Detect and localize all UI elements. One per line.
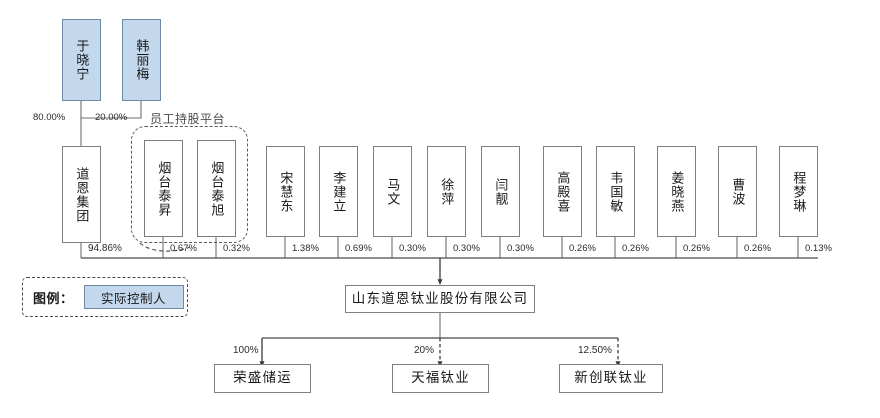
node-shareholder-8[interactable]: 姜晓燕 [657,146,696,237]
pct-subsidiary-2: 20% [414,345,435,356]
employee-platform-caption: 员工持股平台 [150,112,226,126]
legend-swatch-actual-controller: 实际控制人 [83,285,184,309]
node-shareholder-5[interactable]: 闫靓 [481,146,520,237]
pct-controller-1: 80.00% [33,112,66,123]
legend: 图例： 实际控制人 [22,277,188,317]
node-label: 程梦琳 [791,170,807,213]
node-label: 天福钛业 [411,370,470,386]
node-label: 徐萍 [439,177,455,206]
node-shareholder-9[interactable]: 曹波 [718,146,757,237]
employee-platform-group [131,126,248,243]
node-label: 山东道恩钛业股份有限公司 [351,290,529,306]
node-shareholder-1[interactable]: 宋慧东 [266,146,305,237]
pct-shareholder-2: 0.69% [345,243,372,254]
node-shareholder-3[interactable]: 马文 [373,146,412,237]
node-shareholder-7[interactable]: 韦国敏 [596,146,635,237]
legend-label: 图例： [33,290,74,306]
node-shareholder-4[interactable]: 徐萍 [427,146,466,237]
node-controller-2[interactable]: 韩丽梅 [122,19,161,101]
pct-shareholder-4: 0.30% [453,243,480,254]
node-label: 韦国敏 [608,170,624,213]
node-label: 李建立 [331,170,347,213]
pct-shareholder-1: 1.38% [292,243,319,254]
node-controller-1[interactable]: 于晓宁 [62,19,101,101]
pct-shareholder-8: 0.26% [683,243,710,254]
node-employee-platform-1[interactable]: 烟台泰昇 [144,140,183,237]
pct-shareholder-5: 0.30% [507,243,534,254]
node-label: 烟台泰昇 [156,160,172,217]
pct-controller-2: 20.00% [95,112,128,123]
node-main-company[interactable]: 山东道恩钛业股份有限公司 [345,285,535,313]
pct-shareholder-9: 0.26% [744,243,771,254]
node-label: 道恩集团 [74,166,90,223]
pct-subsidiary-3: 12.50% [578,345,612,356]
node-subsidiary-3[interactable]: 新创联钛业 [559,364,663,393]
node-employee-platform-2[interactable]: 烟台泰旭 [197,140,236,237]
node-label: 曹波 [730,177,746,206]
pct-shareholder-6: 0.26% [569,243,596,254]
pct-shareholder-7: 0.26% [622,243,649,254]
node-label: 宋慧东 [278,170,294,213]
node-shareholder-6[interactable]: 高殿喜 [543,146,582,237]
node-label: 新创联钛业 [574,370,648,386]
pct-shareholder-10: 0.13% [805,243,832,254]
node-holding-group[interactable]: 道恩集团 [62,146,101,243]
node-label: 马文 [385,177,401,206]
node-label: 高殿喜 [555,170,571,213]
node-shareholder-2[interactable]: 李建立 [319,146,358,237]
pct-shareholder-3: 0.30% [399,243,426,254]
pct-subsidiary-1: 100% [233,345,259,356]
node-label: 于晓宁 [74,39,90,81]
node-label: 烟台泰旭 [209,160,225,217]
pct-employee-platform-2: 0.32% [223,243,250,254]
node-subsidiary-1[interactable]: 荣盛储运 [214,364,311,393]
node-label: 姜晓燕 [669,170,685,213]
node-shareholder-10[interactable]: 程梦琳 [779,146,818,237]
node-label: 荣盛储运 [233,370,292,386]
pct-employee-platform-1: 0.67% [170,243,197,254]
pct-holding-group: 94.86% [88,243,122,254]
node-label: 韩丽梅 [134,39,150,81]
node-subsidiary-2[interactable]: 天福钛业 [392,364,489,393]
node-label: 闫靓 [493,177,509,206]
